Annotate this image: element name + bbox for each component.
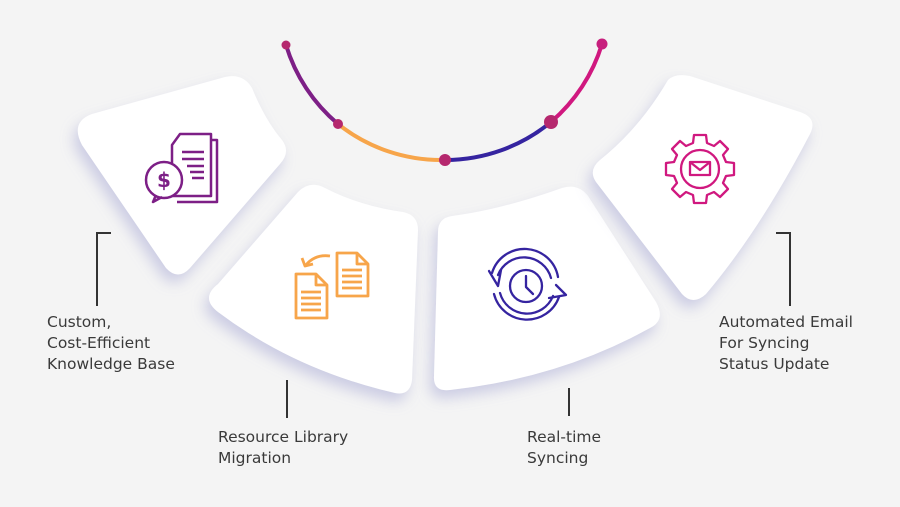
feature-label-knowledge-base: Custom, Cost-Efficient Knowledge Base	[47, 313, 175, 373]
feature-label-resource-migration: Resource Library Migration	[218, 428, 349, 467]
leader-line-4	[776, 232, 791, 306]
arc-segment-4	[549, 43, 604, 124]
feature-label-realtime-syncing: Real-time Syncing	[527, 428, 602, 467]
leader-line-1	[96, 232, 111, 306]
leader-lines	[96, 232, 791, 418]
card-resource-migration	[209, 184, 418, 394]
arc-dot	[439, 154, 451, 166]
arc-segment-1	[284, 44, 340, 126]
arc-dot	[544, 115, 558, 129]
document-dollar-icon: $	[144, 132, 219, 204]
clock-sync-icon	[487, 247, 568, 321]
arc-segment-3	[444, 120, 553, 163]
arc-dot	[333, 119, 343, 129]
card-realtime-syncing	[433, 186, 660, 391]
arc-segment-2	[336, 122, 446, 163]
svg-text:$: $	[157, 168, 171, 192]
gear-email-icon	[664, 133, 736, 205]
progress-arc	[281, 38, 608, 166]
document-transfer-icon	[294, 251, 370, 320]
arc-dot	[281, 40, 291, 50]
feature-label-automated-email: Automated Email For Syncing Status Updat…	[719, 313, 853, 373]
arc-dot	[596, 38, 608, 50]
